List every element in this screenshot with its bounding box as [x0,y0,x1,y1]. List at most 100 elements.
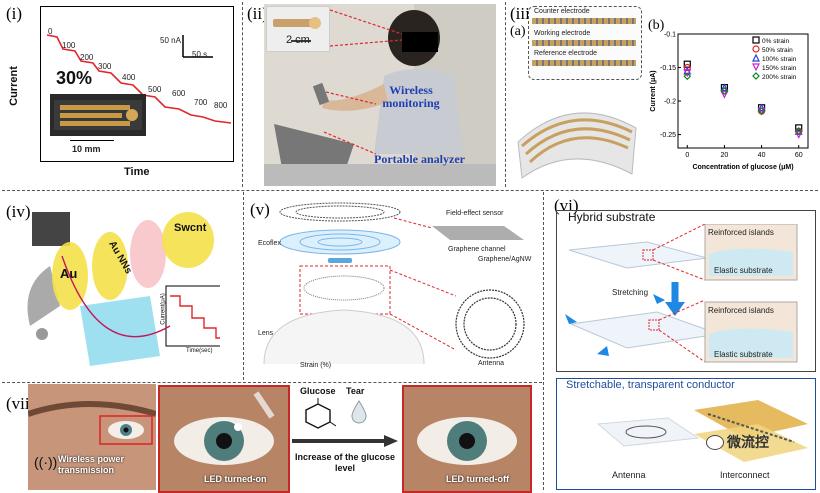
panel-label-v: (v) [250,200,270,219]
graphene-agnw-label: Graphene/AgNW [478,256,532,263]
scale-current-label: 50 nA [160,36,181,45]
step-label-600: 600 [172,89,186,98]
eye-led-off-photo [402,385,532,493]
step-label-500: 500 [148,85,162,94]
sensor-photo [50,94,146,136]
wireless-monitoring-label: Wireless monitoring [382,83,440,110]
working-electrode-wire [532,40,636,46]
divider-i-ii [242,2,243,187]
hybrid-substrate-title: Hybrid substrate [568,210,656,224]
data-point [720,87,729,95]
strain-percent-label: Strain (%) [300,362,332,369]
data-point [795,124,803,132]
step-label-400: 400 [122,73,136,82]
step-label-100: 100 [62,41,76,50]
data-point [757,107,766,115]
reinforced-islands-label-2: Reinforced islands [708,306,774,315]
panel-label-iii-b: (b) [648,18,665,33]
legend-marker [752,45,760,53]
legend-label: 50% strain [762,47,793,54]
legend-label: 200% strain [762,74,797,81]
counter-electrode-label: Counter electrode [534,8,590,15]
increase-glucose-label: Increase of the glucose level [294,452,396,473]
current-vs-time-frame [40,6,234,162]
antenna-label-v: Antenna [478,360,505,367]
legend-label: 100% strain [762,56,797,63]
legend-marker [752,53,760,62]
face-closeup-photo [28,384,156,490]
swcnt-label: Swcnt [174,222,207,234]
legend-label: 0% strain [762,38,789,45]
tear-drop-icon [351,400,367,424]
textile-electrode-illustration [517,112,637,179]
data-point [794,130,803,139]
hybrid-substrate-box [556,210,816,372]
legend-label: 150% strain [762,65,797,72]
elastic-substrate-label-1: Elastic substrate [714,266,773,275]
x-tick-label: 0 [685,152,689,159]
scalebar-10mm-label: 10 mm [72,144,101,154]
scalebar-2cm-label: 2 cm [286,34,310,46]
data-point [794,127,803,136]
legend-marker [752,63,760,72]
xlabel-time: Time [124,166,150,178]
panel-label-i: (i) [6,4,23,23]
antenna-interconnect-illustration [596,400,808,462]
data-point [683,69,692,78]
interconnect-label: Interconnect [720,470,770,480]
data-point [683,63,691,72]
data-point [720,90,729,99]
hybrid-substrate-illustration [565,224,798,363]
data-point [683,72,692,81]
reinforced-islands-label-1: Reinforced islands [708,228,774,237]
y-tick-label: -0.25 [660,132,676,139]
divider-row1 [2,190,818,191]
divider-iv-v [243,192,244,380]
glucose-molecule-icon [305,398,336,429]
divider-ii-iii [505,2,506,187]
increase-arrow-icon [292,435,398,447]
counter-electrode-wire [532,18,636,24]
y-tick-label: -0.1 [664,32,676,39]
stretchable-conductor-title: Stretchable, transparent conductor [566,379,735,391]
x-axis-label: Concentration of glucose (μM) [692,164,793,171]
smart-contact-lens-layers [263,202,525,365]
ecoflex-label: Ecoflex [258,240,281,247]
reference-electrode-label: Reference electrode [534,50,598,57]
watermark: 微流控 [706,432,769,452]
scale-time-label: 50 s [192,50,208,59]
antenna-label-vi: Antenna [612,470,646,480]
legend-marker [752,72,760,80]
led-off-label: LED turned-off [446,474,509,484]
data-point [720,83,729,92]
y-tick-label: -0.15 [660,65,676,72]
strain-label: 30% [56,68,93,88]
step-label-700: 700 [194,98,208,107]
y-axis-label: Current (μA) [650,70,657,111]
face-mask [402,32,438,52]
time-axis-label: Time(sec) [186,348,213,354]
ylabel-current: Current [7,66,20,106]
plot-frame [677,33,809,149]
stretchable-conductor-box [556,378,816,490]
step-label-300: 300 [98,62,112,71]
current-vs-time-chart [46,34,232,124]
glucose-label: Glucose [300,386,336,396]
current-axis-label: Current(μA) [160,293,167,325]
wireless-power-label: Wireless power transmission [58,454,124,475]
working-electrode-label: Working electrode [534,30,591,37]
portable-analyzer-label: Portable analyzer [374,152,465,166]
torso [374,69,464,154]
fet-label: Field-effect sensor [446,210,504,217]
stretching-label: Stretching [612,288,649,297]
current-trace [46,34,232,124]
eye-led-on-photo [158,385,290,493]
watermark-text: 微流控 [727,434,769,450]
device-photo [266,6,330,52]
wechat-icon [706,434,724,450]
y-tick-label: -0.2 [664,99,676,106]
au-label: Au [60,266,78,281]
divider-row2 [2,382,542,383]
led-on-label: LED turned-on [204,474,267,484]
